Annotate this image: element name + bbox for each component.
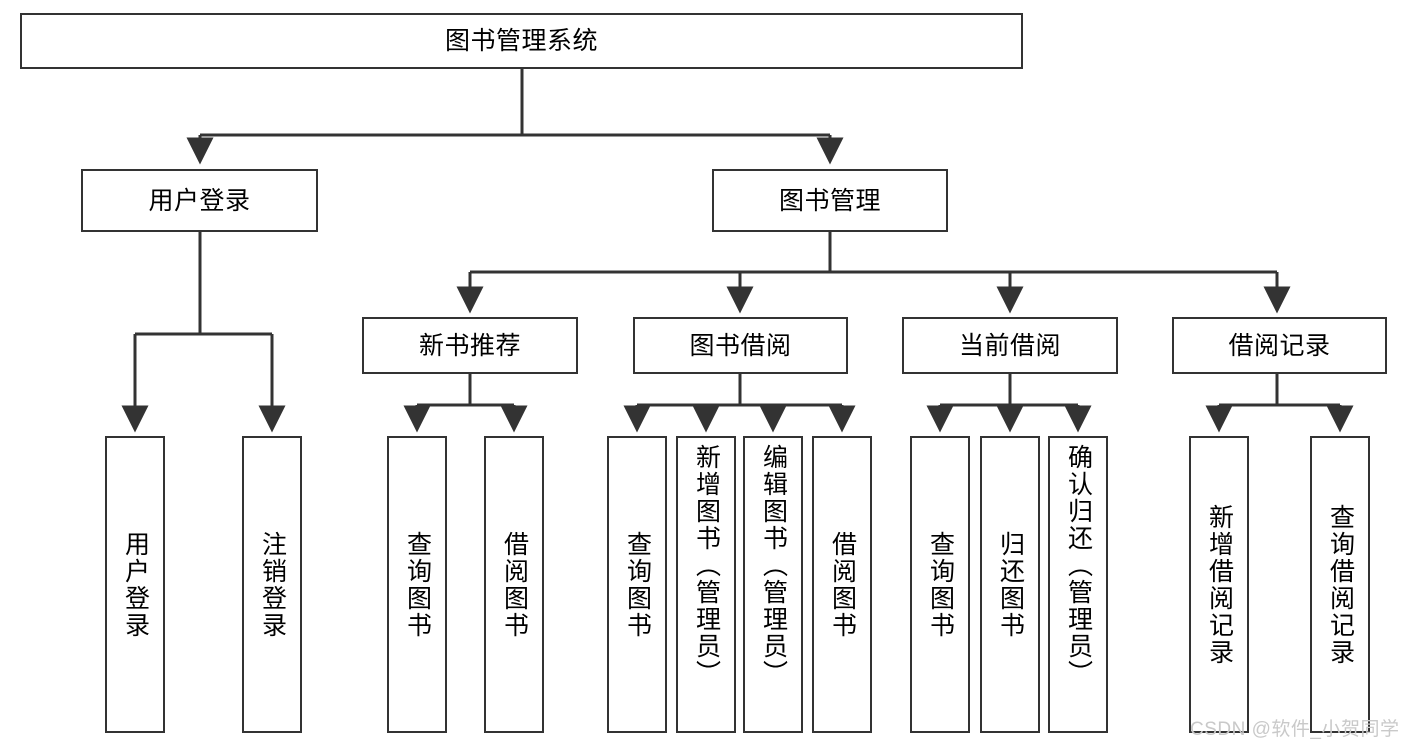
- node-root-system[interactable]: 图书管理系统: [20, 13, 1023, 69]
- node-label: 新书推荐: [418, 331, 521, 360]
- node-leaf-logout[interactable]: 注销登录: [242, 436, 302, 733]
- node-leaf-confirm-return-admin[interactable]: 确认归还（管理员）: [1048, 436, 1108, 733]
- node-leaf-query-book-recommend[interactable]: 查询图书: [387, 436, 447, 733]
- node-leaf-user-login[interactable]: 用户登录: [105, 436, 165, 733]
- node-borrow-record[interactable]: 借阅记录: [1172, 317, 1387, 374]
- node-user-login[interactable]: 用户登录: [81, 169, 318, 232]
- node-leaf-query-book-current[interactable]: 查询图书: [910, 436, 970, 733]
- node-leaf-borrow-book-borrow[interactable]: 借阅图书: [812, 436, 872, 733]
- node-leaf-add-book-admin[interactable]: 新增图书（管理员）: [676, 436, 736, 733]
- node-label: 用户登录: [121, 530, 150, 639]
- node-label: 编辑图书（管理员）: [759, 444, 788, 687]
- node-label: 图书借阅: [689, 331, 792, 360]
- node-label: 图书管理系统: [444, 27, 598, 55]
- node-label: 新增借阅记录: [1205, 503, 1234, 666]
- node-label: 确认归还（管理员）: [1064, 444, 1093, 687]
- node-label: 新增图书（管理员）: [692, 444, 721, 687]
- node-label: 查询借阅记录: [1326, 503, 1355, 666]
- node-label: 借阅图书: [500, 530, 529, 639]
- node-current-borrow[interactable]: 当前借阅: [902, 317, 1118, 374]
- node-leaf-return-book[interactable]: 归还图书: [980, 436, 1040, 733]
- node-leaf-query-borrow-record[interactable]: 查询借阅记录: [1310, 436, 1370, 733]
- node-leaf-edit-book-admin[interactable]: 编辑图书（管理员）: [743, 436, 803, 733]
- node-label: 查询图书: [403, 530, 432, 639]
- node-label: 用户登录: [148, 186, 251, 215]
- node-label: 查询图书: [926, 530, 955, 639]
- watermark-text: CSDN @软件_小贺同学: [1190, 719, 1400, 740]
- node-leaf-borrow-book-recommend[interactable]: 借阅图书: [484, 436, 544, 733]
- node-label: 查询图书: [623, 530, 652, 639]
- node-label: 借阅记录: [1228, 331, 1331, 360]
- node-label: 图书管理: [778, 186, 881, 215]
- node-book-management[interactable]: 图书管理: [712, 169, 948, 232]
- node-leaf-add-borrow-record[interactable]: 新增借阅记录: [1189, 436, 1249, 733]
- node-label: 注销登录: [258, 530, 287, 639]
- node-book-borrow[interactable]: 图书借阅: [633, 317, 848, 374]
- node-label: 借阅图书: [828, 530, 857, 639]
- node-leaf-query-book-borrow[interactable]: 查询图书: [607, 436, 667, 733]
- node-label: 归还图书: [996, 530, 1025, 639]
- node-new-book-recommend[interactable]: 新书推荐: [362, 317, 578, 374]
- node-label: 当前借阅: [958, 331, 1061, 360]
